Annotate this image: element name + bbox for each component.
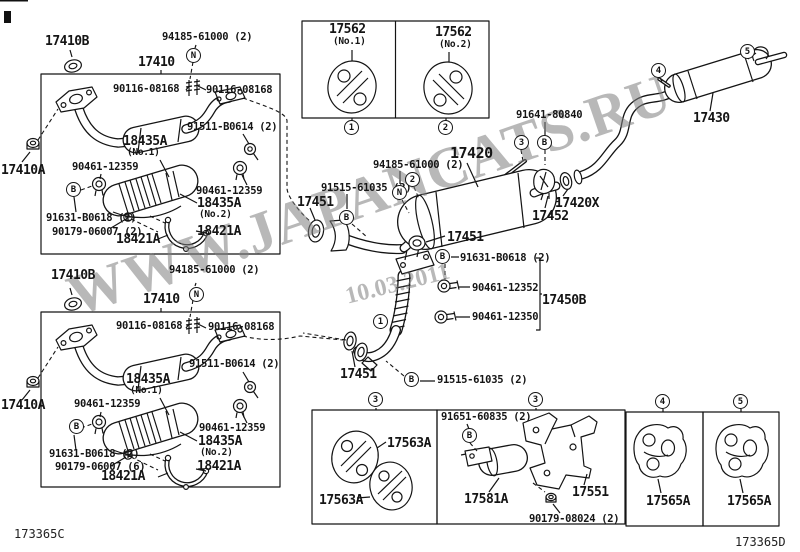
label-90461-12350[interactable]: 90461-12350: [472, 311, 539, 323]
label-18421A[interactable]: 18421A: [197, 459, 241, 474]
label-17410B[interactable]: 17410B: [45, 34, 89, 49]
label-17410A[interactable]: 17410A: [1, 163, 45, 178]
label-18421A[interactable]: 18421A: [101, 469, 145, 484]
label-17420[interactable]: 17420: [450, 144, 493, 162]
callout-circle-B: B: [537, 135, 552, 150]
label-90179-08024[interactable]: 90179-08024 (2): [529, 513, 620, 525]
callout-circle-4: 4: [655, 394, 670, 409]
label-18435A[interactable]: 18435A: [123, 134, 167, 149]
label-91631-B0618[interactable]: 91631-B0618 (2): [46, 212, 137, 224]
label-90461-12359[interactable]: 90461-12359: [199, 422, 266, 434]
label-90116-08168[interactable]: 90116-08168: [208, 321, 275, 333]
label-17551[interactable]: 17551: [572, 485, 609, 500]
scan-mark: [0, 0, 28, 2]
label-17452[interactable]: 17452: [532, 209, 569, 224]
callout-circle-N: N: [186, 48, 201, 63]
label-no2: (No.2): [199, 209, 232, 220]
callout-circle-B: B: [404, 372, 419, 387]
callout-circle-5: 5: [740, 44, 755, 59]
label-17562[interactable]: 17562: [329, 22, 366, 37]
front-pipe-assembly-art: [21, 44, 259, 253]
label-90179-06007[interactable]: 90179-06007 (2): [52, 226, 143, 238]
label-90461-12359[interactable]: 90461-12359: [74, 398, 141, 410]
label-17451[interactable]: 17451: [297, 195, 334, 210]
callout-circle-B: B: [66, 182, 81, 197]
label-17410[interactable]: 17410: [143, 292, 180, 307]
label-18435A[interactable]: 18435A: [126, 372, 170, 387]
callout-circle-2: 2: [405, 172, 420, 187]
callout-circle-3: 3: [368, 392, 383, 407]
hanger-17565-art: [633, 424, 687, 478]
label-91515-61035[interactable]: 91515-61035 (2): [321, 182, 412, 194]
label-94185-61000[interactable]: 94185-61000 (2): [162, 31, 253, 43]
callout-circle-1: 1: [373, 314, 388, 329]
label-no1: (No.1): [127, 147, 160, 158]
label-18421A[interactable]: 18421A: [116, 232, 160, 247]
label-17563A[interactable]: 17563A: [387, 436, 431, 451]
bracket-17551-art: [460, 412, 598, 503]
label-no1: (No.1): [130, 385, 163, 396]
label-90461-12359[interactable]: 90461-12359: [196, 185, 263, 197]
label-17565A[interactable]: 17565A: [727, 494, 771, 509]
label-17410B[interactable]: 17410B: [51, 268, 95, 283]
callout-circle-B: B: [435, 249, 450, 264]
label-90116-08168[interactable]: 90116-08168: [113, 83, 180, 95]
callout-circle-B: B: [69, 419, 84, 434]
label-94185-61000[interactable]: 94185-61000 (2): [169, 264, 260, 276]
callout-circle-N: N: [392, 185, 407, 200]
callout-circle-B: B: [339, 210, 354, 225]
label-91651-60835[interactable]: 91651-60835 (2): [441, 411, 532, 423]
label-18421A[interactable]: 18421A: [197, 224, 241, 239]
label-17562[interactable]: 17562: [435, 25, 472, 40]
leader-lines: [309, 92, 744, 514]
callout-circle-1: 1: [344, 120, 359, 135]
label-no2: (No.2): [439, 39, 472, 50]
label-91641-80840[interactable]: 91641-80840: [516, 109, 583, 121]
label-90461-12359[interactable]: 90461-12359: [72, 161, 139, 173]
label-17410A[interactable]: 17410A: [1, 398, 45, 413]
label-91631-B0618[interactable]: 91631-B0618 (2): [49, 448, 140, 460]
label-17581A[interactable]: 17581A: [464, 492, 508, 507]
label-18435A[interactable]: 18435A: [197, 196, 241, 211]
label-17410[interactable]: 17410: [138, 55, 175, 70]
label-no1: (No.1): [333, 36, 366, 47]
label-91631-B0618[interactable]: 91631-B0618 (2): [460, 252, 551, 264]
label-17430[interactable]: 17430: [693, 111, 730, 126]
label-17451[interactable]: 17451: [340, 367, 377, 382]
bracket-17551-box: [436, 409, 626, 525]
label-91515-61035[interactable]: 91515-61035 (2): [437, 374, 528, 386]
label-17563A[interactable]: 17563A: [319, 493, 363, 508]
label-94185-61000[interactable]: 94185-61000 (2): [373, 159, 464, 171]
dashed-reference-lines: [302, 52, 757, 493]
label-90116-08168[interactable]: 90116-08168: [116, 320, 183, 332]
label-90179-06007[interactable]: 90179-06007 (6): [55, 461, 146, 473]
main-muffler-art: [307, 46, 788, 372]
label-17450B[interactable]: 17450B: [542, 293, 586, 308]
hanger-17562-art: [327, 50, 473, 121]
sheet-code-left: 173365C: [14, 527, 65, 541]
label-17420X[interactable]: 17420X: [555, 196, 599, 211]
label-91511-B0614[interactable]: 91511-B0614 (2): [189, 358, 280, 370]
callout-circle-N: N: [189, 287, 204, 302]
label-90116-08168[interactable]: 90116-08168: [206, 84, 273, 96]
callout-circle-2: 2: [438, 120, 453, 135]
callout-circle-B: B: [462, 428, 477, 443]
hanger-17563-art: [331, 430, 413, 511]
label-90461-12352[interactable]: 90461-12352: [472, 282, 539, 294]
label-91511-B0614[interactable]: 91511-B0614 (2): [187, 121, 278, 133]
callout-circle-4: 4: [651, 63, 666, 78]
callout-circle-3: 3: [528, 392, 543, 407]
label-17451[interactable]: 17451: [447, 230, 484, 245]
label-17565A[interactable]: 17565A: [646, 494, 690, 509]
scan-mark: [4, 11, 11, 23]
label-no2: (No.2): [200, 447, 233, 458]
sheet-code-right: 173365D: [735, 535, 786, 549]
callout-circle-3: 3: [514, 135, 529, 150]
callout-circle-5: 5: [733, 394, 748, 409]
label-18435A[interactable]: 18435A: [198, 434, 242, 449]
